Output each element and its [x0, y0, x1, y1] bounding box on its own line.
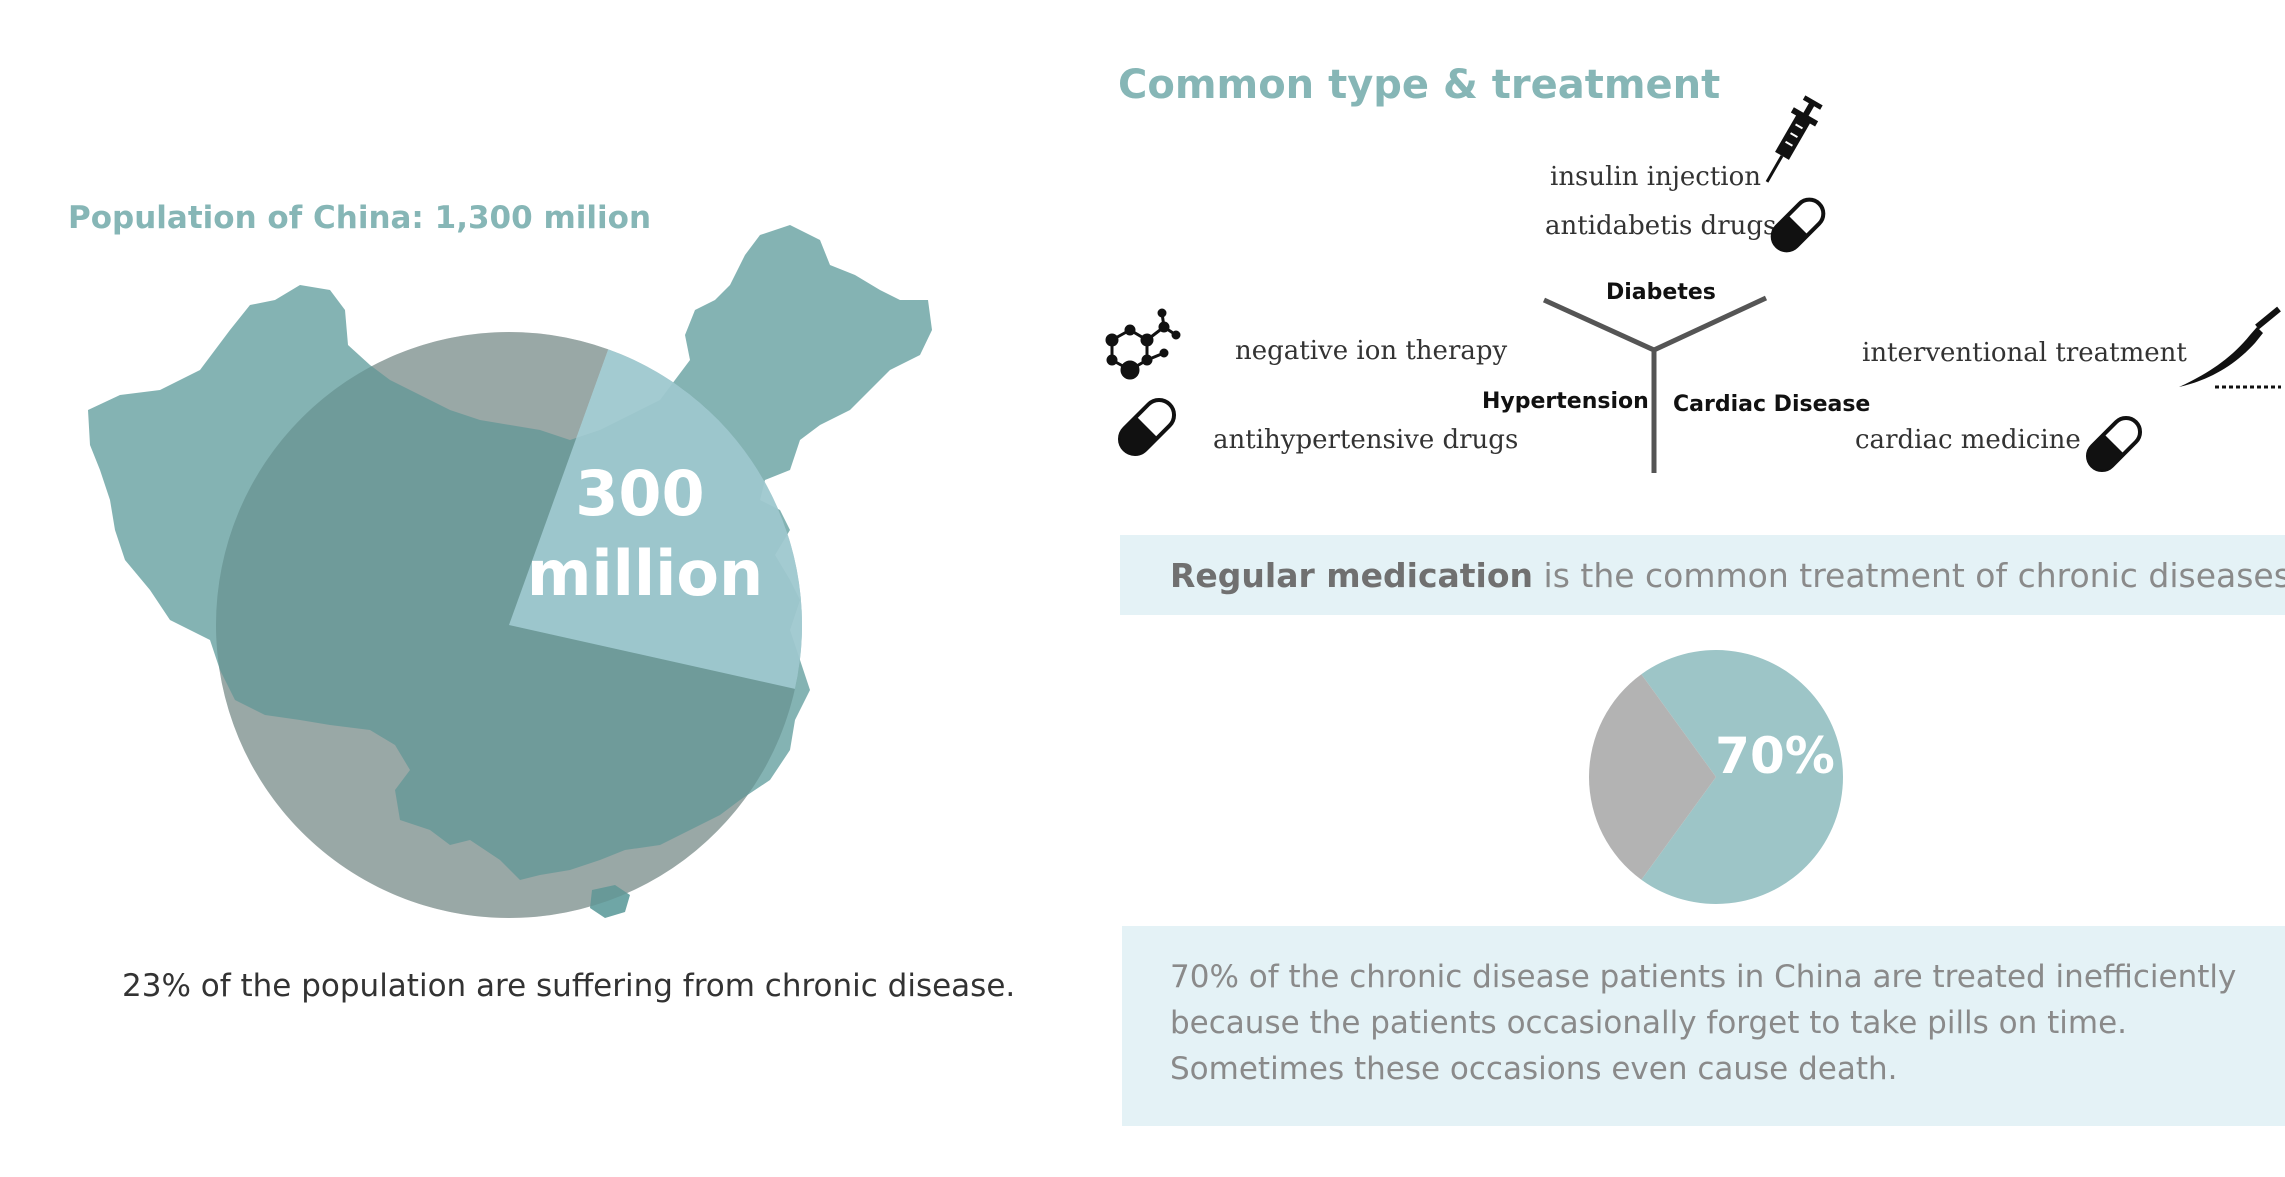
- banner-bold-text: Regular medication: [1170, 555, 1534, 595]
- label-diabetes: Diabetes: [1606, 280, 1716, 305]
- hainan-island: [590, 885, 630, 918]
- pie-slice-other: [1589, 674, 1716, 880]
- pie-slice-inefficient: [1641, 650, 1843, 904]
- syringe-icon: [1765, 95, 1823, 183]
- note-line-1: 70% of the chronic disease patients in C…: [1170, 959, 2237, 995]
- label-cardiac-disease: Cardiac Disease: [1673, 392, 1871, 417]
- population-title: Population of China: 1,300 milion: [68, 200, 652, 236]
- treatment-efficiency-pie: 70%: [1589, 650, 1843, 904]
- treatment-insulin-injection: insulin injection: [1550, 162, 1762, 192]
- note-box: 70% of the chronic disease patients in C…: [1122, 926, 2285, 1126]
- treatment-antidiabetic-drugs: antidabetis drugs: [1545, 211, 1777, 241]
- note-line-3: Sometimes these occasions even cause dea…: [1170, 1051, 1898, 1087]
- note-line-2: because the patients occasionally forget…: [1170, 1005, 2128, 1041]
- scalpel-icon: [2179, 306, 2281, 389]
- medication-banner: Regular medication is the common treatme…: [1120, 535, 2285, 615]
- treatment-interventional: interventional treatment: [1862, 338, 2187, 368]
- treatment-antihypertensive-drugs: antihypertensive drugs: [1213, 425, 1519, 455]
- pie-label-value: 300: [575, 457, 704, 530]
- pie-slice-chronic-front: [509, 349, 802, 689]
- section-title: Common type & treatment: [1118, 62, 1721, 108]
- diagram-branch-left: [1542, 297, 1656, 353]
- label-hypertension: Hypertension: [1482, 389, 1649, 414]
- diagram-branch-right: [1652, 295, 1768, 353]
- china-map: [88, 225, 932, 880]
- population-caption: 23% of the population are suffering from…: [122, 968, 1016, 1004]
- pill-icon-diabetes: [1770, 197, 1826, 253]
- disease-diagram: [1542, 295, 1768, 473]
- banner-rest-text: is the common treatment of chronic disea…: [1543, 555, 2285, 595]
- treatment-negative-ion-therapy: negative ion therapy: [1235, 336, 1508, 366]
- molecule-icon: [1105, 308, 1181, 380]
- pill-icon-cardiac: [2085, 415, 2143, 473]
- pill-icon-hypertension: [1117, 397, 1177, 457]
- pie-label-unit: million: [527, 537, 763, 610]
- pie-label-percent: 70%: [1715, 727, 1835, 785]
- population-pie-chart: 300 million: [88, 225, 932, 918]
- treatment-cardiac-medicine: cardiac medicine: [1855, 425, 2081, 455]
